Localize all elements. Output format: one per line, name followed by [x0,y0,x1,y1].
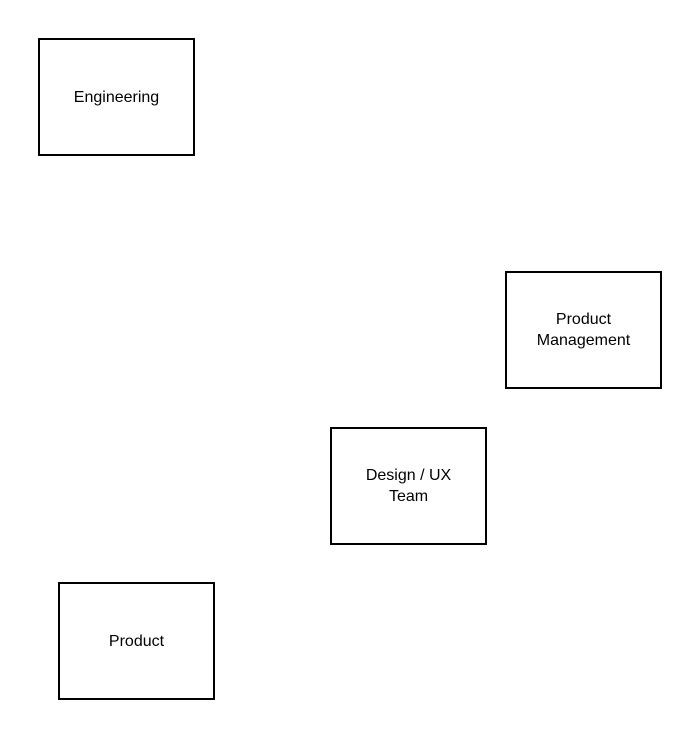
engineering-node[interactable]: Engineering [38,38,195,156]
engineering-node-label: Engineering [73,88,160,106]
product-management-node[interactable]: Product Management [505,271,662,389]
product-node-label: Product [108,632,165,650]
design-ux-team-node[interactable]: Design / UX Team [330,427,487,545]
product-management-node-label: Product Management [536,311,631,349]
design-ux-team-node-label: Design / UX Team [365,467,452,505]
product-node[interactable]: Product [58,582,215,700]
